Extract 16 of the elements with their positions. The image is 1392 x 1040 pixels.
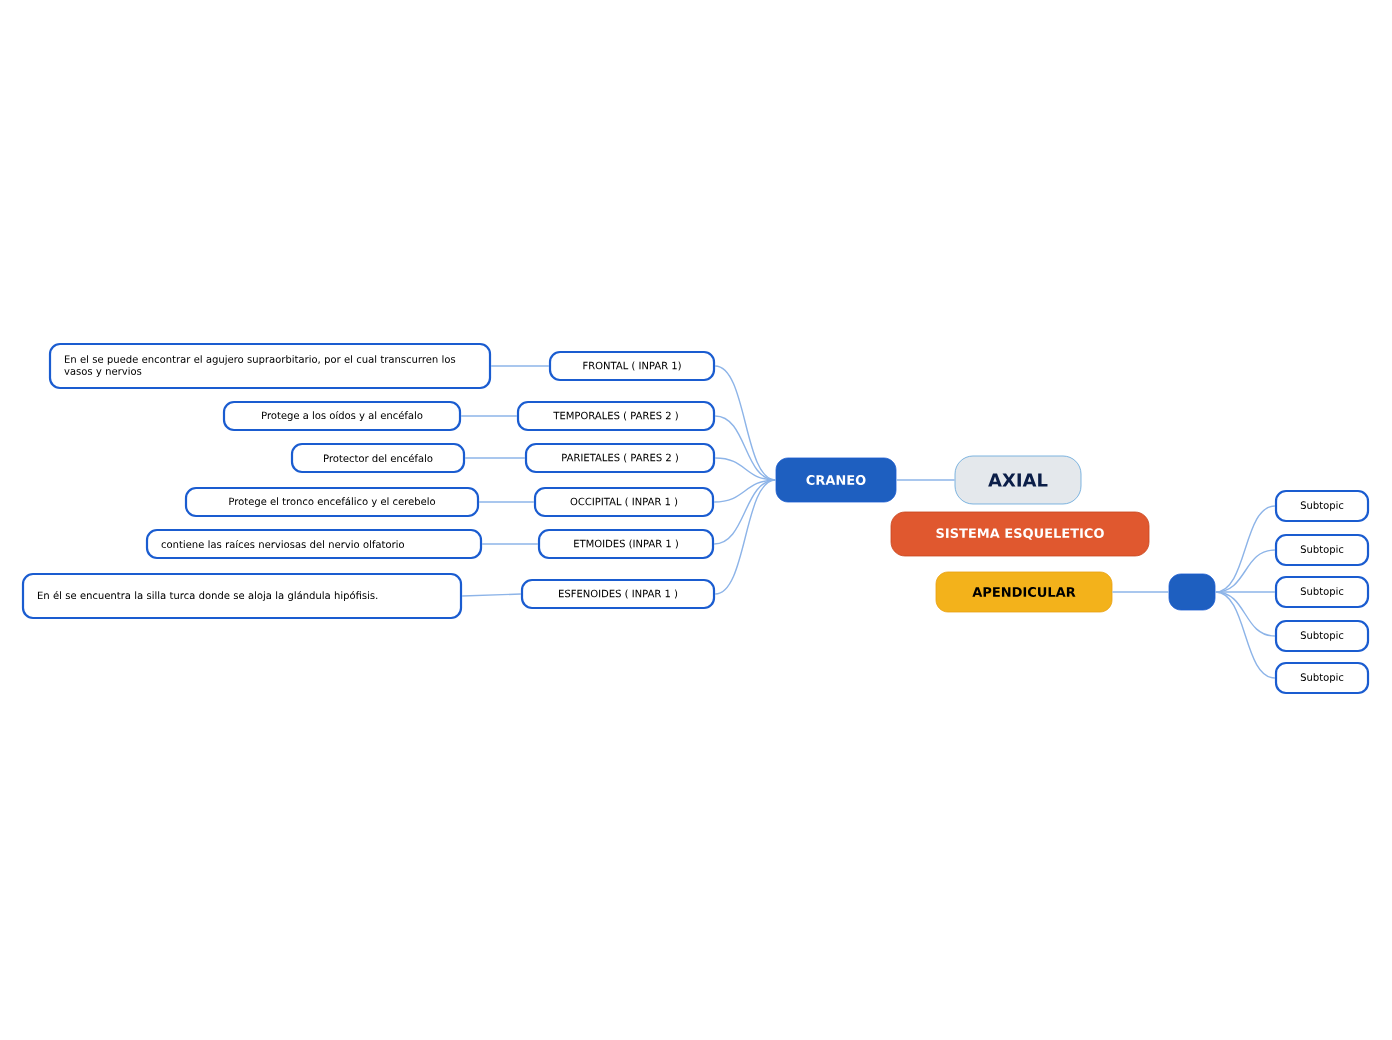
connector-line	[481, 543, 539, 545]
connector-line	[1214, 505, 1276, 593]
connector-line	[461, 593, 522, 597]
connector-line	[464, 457, 526, 459]
connector-line	[478, 501, 535, 503]
connector-line	[895, 479, 956, 481]
connector-line	[1214, 591, 1276, 679]
connector-line	[1111, 591, 1170, 593]
connector-line	[714, 479, 777, 595]
connector-line	[490, 365, 550, 367]
connector-line	[713, 479, 777, 545]
connector-line	[460, 415, 518, 417]
connector-line	[714, 365, 777, 481]
topic-box: AXIAL	[954, 455, 1082, 505]
connector-line	[1214, 591, 1276, 637]
topic-box	[1168, 573, 1216, 611]
